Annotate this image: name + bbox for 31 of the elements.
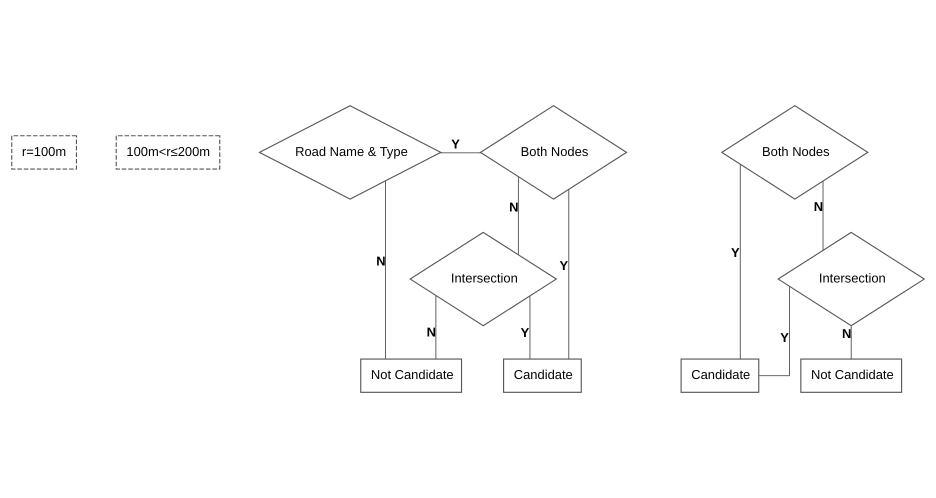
edge-label: Y: [731, 245, 740, 260]
node-diamond: Both Nodes: [479, 105, 628, 200]
node-box: r=100m: [11, 135, 78, 170]
edge-label: N: [376, 254, 386, 269]
edge-label: N: [426, 324, 436, 340]
node-box: Not Candidate: [800, 358, 902, 393]
node-diamond: Both Nodes: [720, 105, 869, 200]
connector: [822, 180, 824, 250]
node-box: 100m<r≤200m: [116, 135, 220, 170]
connector: [740, 164, 741, 360]
connector: [439, 152, 482, 154]
connector: [435, 295, 436, 360]
edge-label: Y: [520, 325, 530, 340]
connector: [850, 325, 852, 360]
connector: [568, 189, 570, 360]
edge-label: Y: [560, 258, 568, 273]
node-box: Not Candidate: [360, 358, 462, 393]
node-box: Candidate: [503, 358, 582, 393]
node-diamond: Intersection: [777, 232, 926, 326]
edge-label: N: [509, 199, 518, 214]
node-box: Candidate: [680, 358, 760, 393]
connector: [518, 176, 519, 256]
edge-label: N: [814, 199, 824, 214]
connector: [758, 286, 790, 376]
edge-label: Y: [451, 136, 460, 152]
connector: [529, 296, 530, 360]
connector: [385, 180, 386, 360]
node-diamond: Road Name & Type: [258, 105, 442, 200]
edge-label: N: [842, 326, 852, 341]
node-diamond: Intersection: [409, 232, 558, 326]
edge-label: Y: [780, 330, 789, 345]
